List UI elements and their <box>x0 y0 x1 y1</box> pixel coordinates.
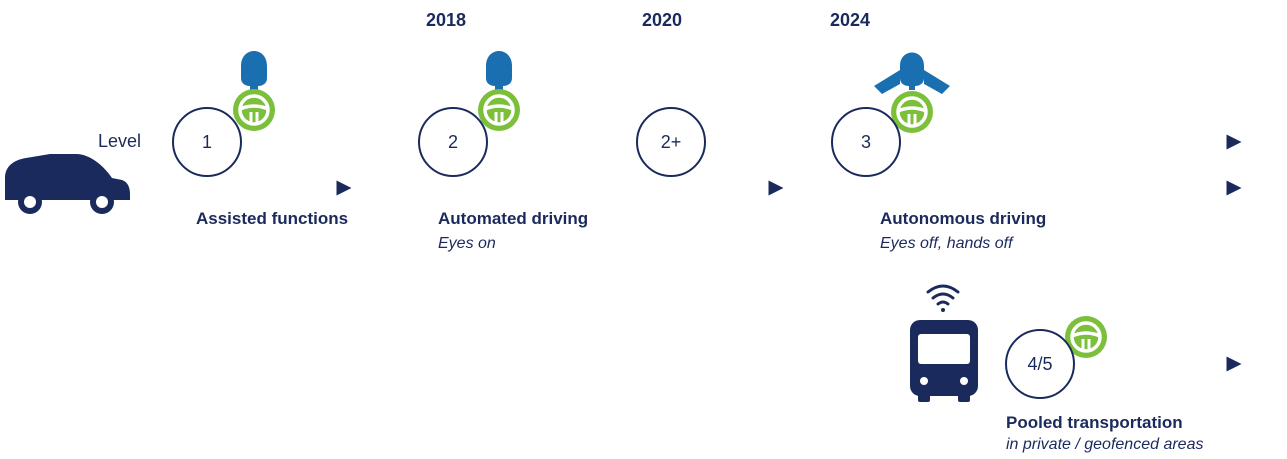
stage-autonomous-subtitle: Eyes off, hands off <box>880 235 1013 252</box>
level-1-circle <box>172 107 242 177</box>
level-2plus-text: 2+ <box>661 132 682 152</box>
driver-icon <box>486 51 512 90</box>
level-2-circle <box>418 107 488 177</box>
level-4-5-circle <box>1005 329 1075 399</box>
level-2plus-circle <box>636 107 706 177</box>
bus-icon <box>910 320 978 402</box>
stage-pooled-subtitle: in private / geofenced areas <box>1006 436 1204 453</box>
year-2024: 2024 <box>830 10 871 30</box>
stage-autonomous-title: Autonomous driving <box>880 209 1047 228</box>
driver-icon <box>241 51 267 90</box>
level-1-text: 1 <box>202 132 212 152</box>
stage-automated-title: Automated driving <box>438 209 589 228</box>
steering-wheel-icon <box>231 87 277 133</box>
steering-wheel-icon <box>476 87 522 133</box>
stage-pooled-title: Pooled transportation <box>1006 413 1183 432</box>
level-3-text: 3 <box>861 132 871 152</box>
stage-assisted-title: Assisted functions <box>196 209 349 228</box>
year-2018: 2018 <box>426 10 467 30</box>
level-3-circle <box>831 107 901 177</box>
driver-hands-off-icon <box>874 52 950 94</box>
year-2020: 2020 <box>642 10 683 30</box>
level-label: Level <box>98 131 142 151</box>
car-icon <box>5 154 130 214</box>
stage-automated-subtitle: Eyes on <box>438 235 496 252</box>
level-2-text: 2 <box>448 132 458 152</box>
wifi-icon <box>926 284 960 312</box>
level-4-5-text: 4/5 <box>1027 354 1052 374</box>
